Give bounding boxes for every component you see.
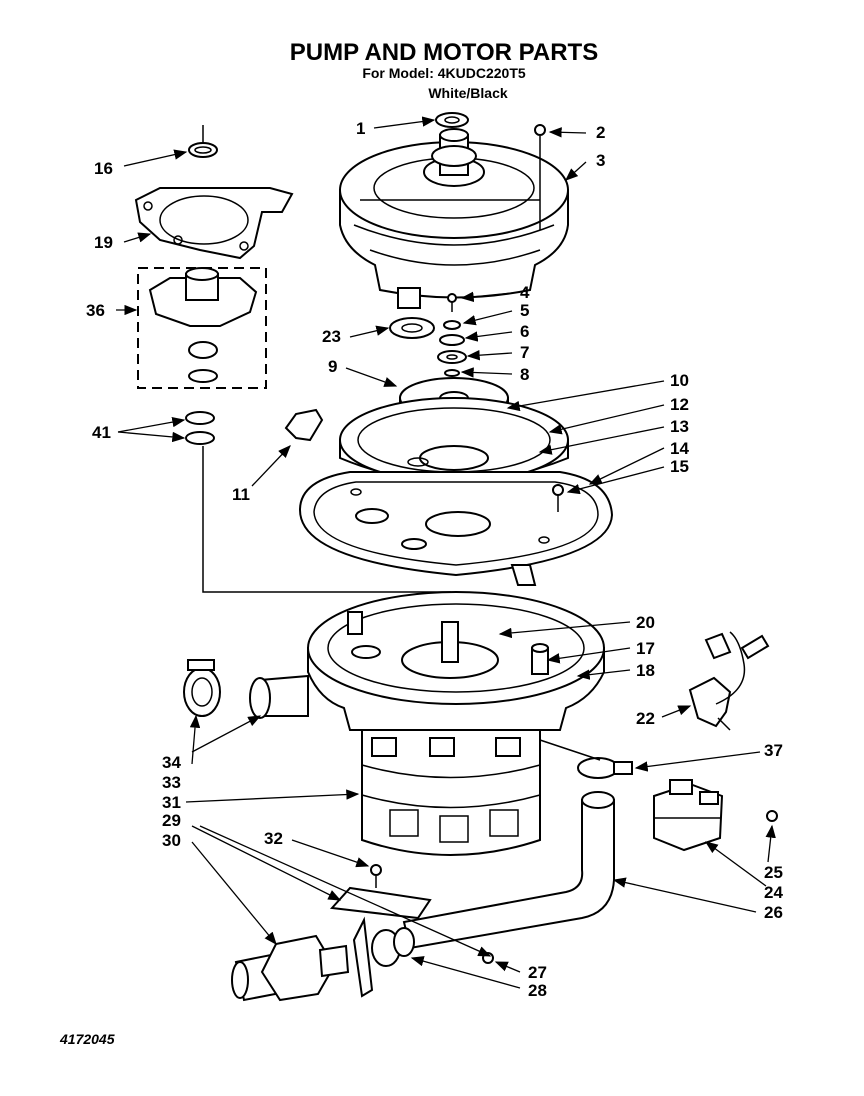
part-1-washer [435,112,469,128]
part-2-screw [534,124,546,230]
color-line: White/Black [428,85,508,101]
callout-8: 8 [520,365,529,384]
callout-11: 11 [232,485,250,504]
part-8-washer [444,369,460,377]
callout-16: 16 [94,159,113,178]
page-title: PUMP AND MOTOR PARTS [290,39,598,66]
callout-4: 4 [520,283,530,302]
part-23-gasket [389,317,435,339]
part-30-fitting [231,934,350,1002]
part-4-screw [447,293,457,312]
callout-3: 3 [596,151,605,170]
part-16-o-ring [188,142,218,158]
part-22-switch [688,631,770,731]
callout-14: 14 [670,439,689,458]
callout-5: 5 [520,301,529,320]
part-34-clamp [183,659,221,717]
callout-31: 31 [162,793,181,812]
callout-23: 23 [322,327,341,346]
callout-22: 22 [636,709,655,728]
part-14-base-plate [298,471,614,586]
callout-30: 30 [162,831,181,850]
part-24-terminal-block [653,779,724,852]
callout-7: 7 [520,343,529,362]
model-line: For Model: 4KUDC220T5 [362,65,526,81]
callout-17: 17 [636,639,655,658]
part-28-clamp [352,916,415,998]
callout-37: 37 [764,741,783,760]
callout-25: 25 [764,863,783,882]
part-6-seal [439,334,465,346]
callout-2: 2 [596,123,605,142]
part-5-washer [443,320,461,330]
callout-19: 19 [94,233,113,252]
part-32-screw [370,864,382,888]
part-33-hose [249,674,309,719]
callout-12: 12 [670,395,689,414]
callout-10: 10 [670,371,689,390]
callout-41: 41 [92,423,111,442]
callout-26: 26 [764,903,783,922]
part-15-screw [552,484,564,512]
callout-labels: 1 2 3 4 5 6 7 8 9 10 11 12 13 14 15 16 1… [86,119,783,1000]
part-19-gasket [134,187,294,260]
part-36-assembly-box [137,267,267,389]
callout-9: 9 [328,357,337,376]
callout-18: 18 [636,661,655,680]
diagram-number: 4172045 [59,1031,115,1047]
part-37-clamp [577,757,633,779]
part-7-nut [437,350,467,364]
part-25-screw [766,810,778,822]
callout-13: 13 [670,417,689,436]
callout-6: 6 [520,322,529,341]
callout-24: 24 [764,883,783,902]
callout-32: 32 [264,829,283,848]
callout-1: 1 [356,119,365,138]
leader-lines [116,116,776,989]
callout-28: 28 [528,981,547,1000]
part-13-pump-housing [339,397,569,483]
callout-33: 33 [162,773,181,792]
callout-15: 15 [670,457,689,476]
part-18-pump-body [307,591,605,731]
part-29-bracket [329,886,432,920]
callout-20: 20 [636,613,655,632]
part-3-motor-assembly [339,128,569,309]
part-31-motor-housing [361,729,541,856]
callout-34: 34 [162,753,181,772]
hose-connector [539,739,601,761]
part-41-o-rings [185,411,215,445]
callout-29: 29 [162,811,181,830]
callout-27: 27 [528,963,547,982]
callout-36: 36 [86,301,105,320]
part-11-clip [284,408,324,442]
